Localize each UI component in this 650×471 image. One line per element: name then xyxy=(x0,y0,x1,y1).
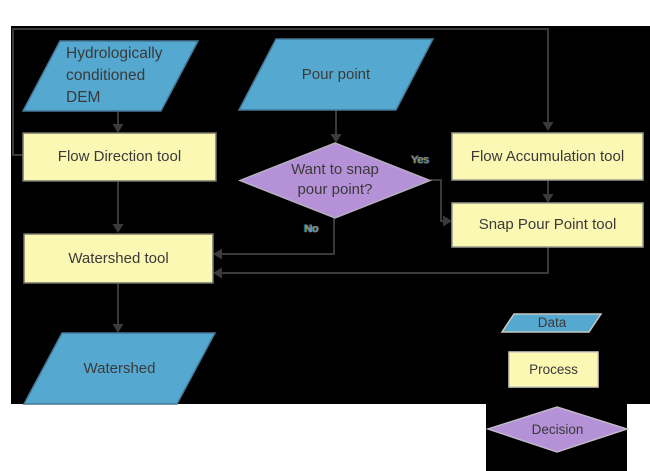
arrowhead-into-watershed xyxy=(112,324,124,333)
connector-decision-no-to-watershedtool xyxy=(222,218,335,255)
arrowhead-into-watershedtool-right-upper xyxy=(213,248,222,260)
flow-direction-box xyxy=(22,132,217,182)
legend-process-box xyxy=(508,351,599,388)
legend-data-parallelogram xyxy=(500,313,603,333)
pour-point-parallelogram xyxy=(237,38,435,111)
watershed-tool-box xyxy=(23,233,214,284)
arrowhead-into-watershedtool-top xyxy=(112,224,124,233)
arrowhead-into-decision xyxy=(330,134,342,143)
arrowhead-into-flowdirection xyxy=(112,124,124,133)
arrowhead-into-flowaccumulation xyxy=(542,122,554,131)
edge-yes-label: Yes xyxy=(411,154,429,166)
watershed-parallelogram xyxy=(22,332,217,405)
connector-snappourpoint-to-watershedtool xyxy=(222,247,549,274)
edge-no-label: No xyxy=(304,223,319,235)
connector-decision-yes-to-snappourpoint xyxy=(430,179,443,222)
snap-pour-point-box xyxy=(451,202,644,248)
connector-flowdirection-to-flowaccumulation xyxy=(12,28,549,156)
flow-accumulation-box xyxy=(451,132,644,181)
decision-diamond xyxy=(237,142,433,219)
arrowhead-into-watershedtool-right-lower xyxy=(213,267,222,279)
legend-decision-diamond xyxy=(485,406,630,453)
arrowhead-into-snappourpoint-top xyxy=(542,194,554,203)
arrowhead-into-snappourpoint-left xyxy=(443,215,452,227)
dem-parallelogram xyxy=(21,40,200,112)
